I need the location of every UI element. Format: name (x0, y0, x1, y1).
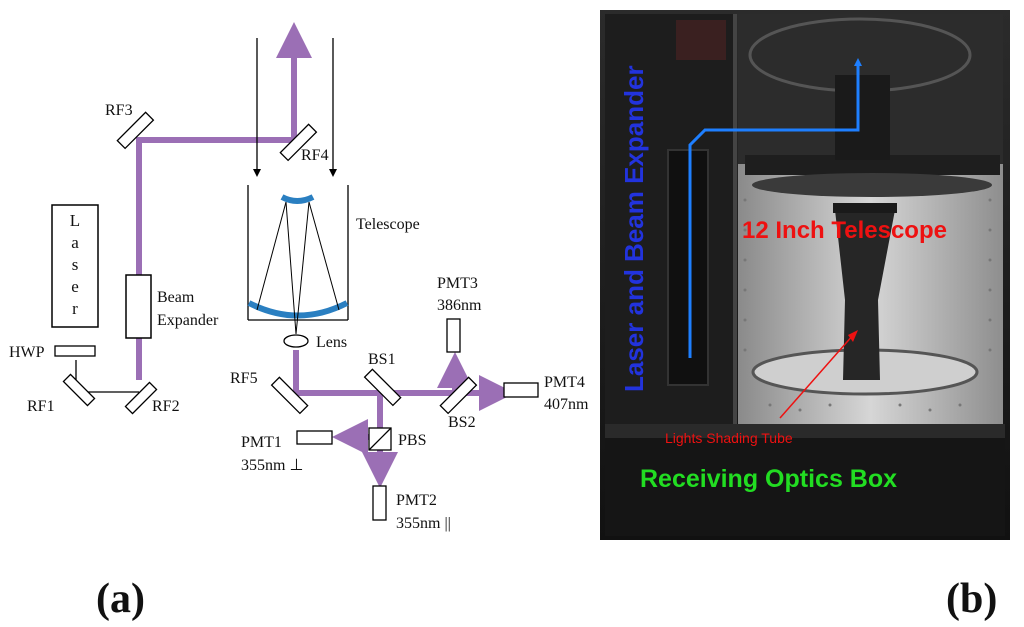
laser-letter: a (71, 233, 79, 252)
laser-letter: r (72, 299, 78, 318)
pmt3-name: PMT3 (437, 275, 478, 292)
photo-shading-label: Lights Shading Tube (665, 430, 793, 446)
photo-telescope-flange (745, 155, 1000, 175)
rf3-label: RF3 (105, 102, 133, 119)
pmt1-wavelength: 355nm ⊥ (241, 457, 303, 474)
telescope-ray-paths (256, 201, 340, 335)
laser-letter: s (72, 255, 79, 274)
lens-label: Lens (316, 334, 347, 351)
photo-receiving-label: Receiving Optics Box (640, 465, 897, 493)
photo-telescope-label: 12 Inch Telescope (742, 217, 947, 244)
telescope-tube (247, 185, 349, 321)
photo-beam-path (688, 58, 862, 358)
photo-bottom-shelf (605, 424, 1005, 438)
hwp-plate (54, 345, 96, 357)
laser-to-rf1-line (75, 360, 139, 393)
lens (283, 334, 309, 348)
rf3-mirror (116, 111, 155, 150)
telescope-label: Telescope (356, 216, 420, 233)
photo-telescope-rim (752, 173, 992, 197)
bs1-splitter (363, 368, 402, 407)
rf4-label: RF4 (301, 147, 329, 164)
photo-shading-arrow (779, 333, 855, 419)
incoming-light-rays (253, 38, 337, 177)
bs2-splitter (439, 376, 478, 415)
laser-letter: L (70, 211, 80, 230)
photo-laser-label: Laser and Beam Expander (619, 65, 649, 392)
bs1-label: BS1 (368, 351, 396, 368)
pmt2-wavelength: 355nm || (396, 515, 451, 532)
pmt4-detector (503, 382, 539, 398)
panel-b-caption: (b) (946, 576, 997, 622)
pmt2-detector (372, 485, 387, 521)
photo-panel-holes (743, 198, 992, 412)
rf4-mirror (279, 123, 318, 162)
pmt3-wavelength: 386nm (437, 297, 482, 314)
panel-b-photo: Laser and Beam Expander 12 Inch Telescop… (600, 10, 1010, 622)
rf2-mirror (124, 381, 158, 415)
pmt1-detector (296, 430, 333, 445)
rf2-label: RF2 (152, 398, 180, 415)
beam-expander-label-1: Beam (157, 289, 195, 306)
rf1-mirror (62, 373, 96, 407)
hwp-label: HWP (9, 344, 45, 361)
telescope-secondary-mirror (280, 194, 315, 204)
rf1-label: RF1 (27, 398, 55, 415)
bs2-label: BS2 (448, 414, 476, 431)
panel-a-caption: (a) (96, 576, 145, 622)
pmt3-detector (446, 318, 461, 353)
laser-box (51, 204, 99, 328)
pmt4-name: PMT4 (544, 374, 585, 391)
laser-letter: e (71, 277, 79, 296)
beam-expander-box (125, 274, 152, 339)
pmt4-wavelength: 407nm (544, 396, 589, 413)
rf5-mirror (270, 376, 309, 415)
pmt1-name: PMT1 (241, 434, 282, 451)
photo-bottom-panel (605, 438, 1005, 536)
pbs-cube (368, 427, 392, 451)
rf5-label: RF5 (230, 370, 258, 387)
beam-expander-label-2: Expander (157, 312, 219, 329)
pbs-label: PBS (398, 432, 426, 449)
photo-secondary-hub (835, 75, 890, 160)
pmt2-name: PMT2 (396, 492, 437, 509)
photo-laser-housing (667, 149, 709, 386)
